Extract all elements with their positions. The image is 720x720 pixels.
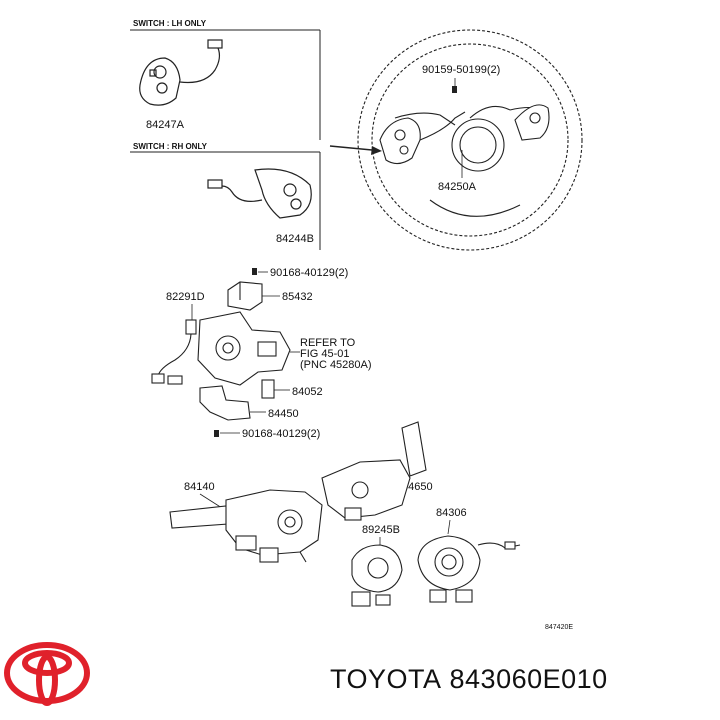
label-refer-line1: REFER TO <box>300 337 356 349</box>
part-84052 <box>261 379 290 399</box>
label-84650: 84650 <box>402 481 433 493</box>
steering-wheel <box>357 29 583 251</box>
switch-rh-84244B <box>207 168 312 219</box>
combination-switch-body <box>197 311 300 386</box>
part-84450 <box>199 385 266 421</box>
label-90159-50199: 90159-50199(2) <box>422 64 500 76</box>
label-refer-line2: FIG 45-01 <box>300 348 350 360</box>
part-84650-stalk <box>321 421 427 521</box>
part-89245B-sensor <box>351 544 403 607</box>
section-lh-label: SWITCH : LH ONLY <box>133 19 207 28</box>
label-84140: 84140 <box>184 481 215 493</box>
part-number: 843060E010 <box>449 664 608 694</box>
brand-name: TOYOTA <box>330 664 442 694</box>
figure-code: 847420E <box>545 624 573 631</box>
label-84450: 84450 <box>268 408 299 420</box>
pointer-arrow <box>329 145 382 155</box>
part-84140-stalk <box>169 489 323 563</box>
label-refer-line3: (PNC 45280A) <box>300 359 372 371</box>
label-85432: 85432 <box>282 291 313 303</box>
label-84250A: 84250A <box>438 181 477 193</box>
section-lh-only: SWITCH : LH ONLY <box>130 19 321 140</box>
label-84306: 84306 <box>436 507 467 519</box>
label-84247A: 84247A <box>146 119 185 131</box>
section-rh-only: SWITCH : RH ONLY <box>130 142 321 250</box>
screw-90168-bottom <box>214 430 240 437</box>
part-84306-spiral-cable <box>417 535 521 603</box>
switch-lh-84247A <box>139 39 223 106</box>
label-82291D: 82291D <box>166 291 205 303</box>
part-82291D-harness <box>151 319 197 385</box>
screw-90168-top <box>252 268 268 275</box>
part-85432 <box>227 281 280 311</box>
label-90168-40129-bottom: 90168-40129(2) <box>242 428 320 440</box>
label-89245B: 89245B <box>362 524 400 536</box>
label-84052: 84052 <box>292 386 323 398</box>
screw-90159 <box>452 86 457 93</box>
label-90168-40129-top: 90168-40129(2) <box>270 267 348 279</box>
label-84244B: 84244B <box>276 233 314 245</box>
section-rh-label: SWITCH : RH ONLY <box>133 142 208 151</box>
toyota-logo-icon <box>4 642 90 706</box>
